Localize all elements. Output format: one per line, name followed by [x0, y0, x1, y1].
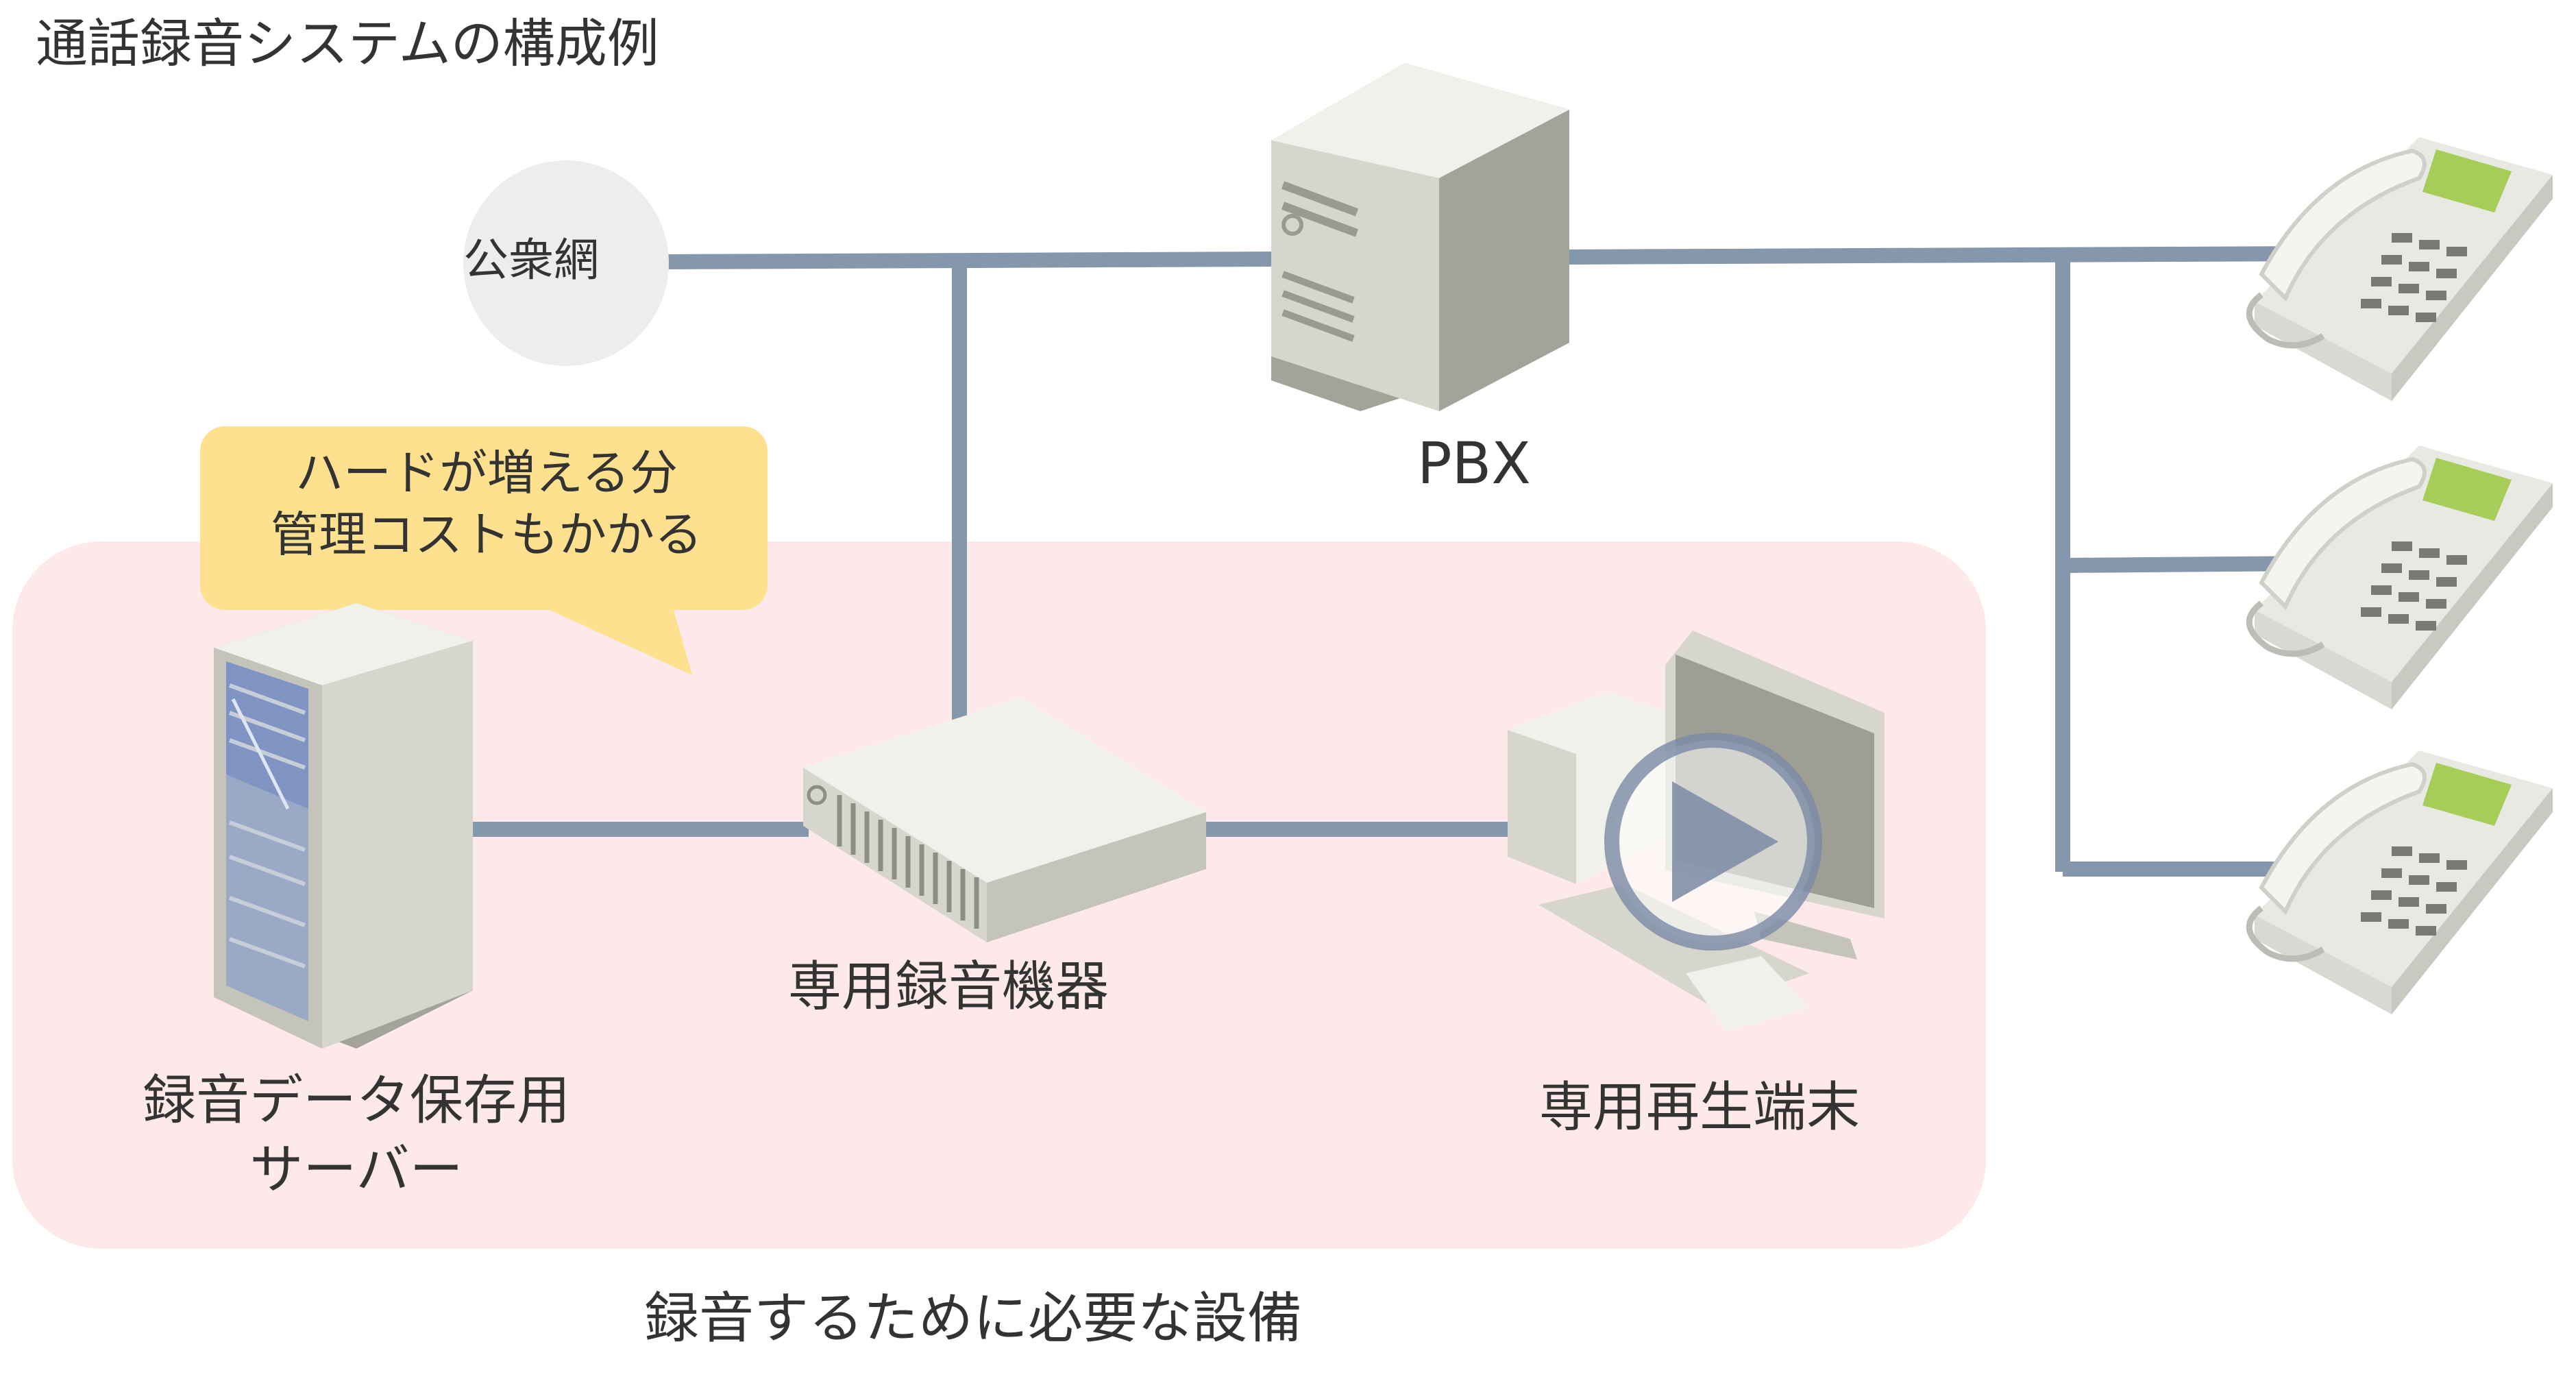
- required-equipment-caption: 録音するために必要な設備: [644, 1286, 1302, 1350]
- speech-bubble: [200, 426, 768, 675]
- speech-bubble-line-2: 管理コストもかかる: [271, 506, 702, 563]
- connection-lines: [473, 246, 2317, 877]
- storage-server-label: 録音データ保存用 サーバー: [110, 1066, 603, 1206]
- playback-terminal-label: 専用再生端末: [1539, 1077, 1861, 1138]
- recording-appliance-icon: [803, 698, 1206, 942]
- public-network-label: 公衆網: [463, 234, 599, 286]
- pbx-label: PBX: [1417, 430, 1531, 497]
- line-pstn-pbx: [664, 252, 1275, 269]
- storage-server-label-line-2: サーバー: [249, 1139, 463, 1201]
- storage-rack-server-icon: [214, 603, 473, 1049]
- speech-bubble-line-1: ハードが増える分: [295, 445, 678, 501]
- telephone-icon-1: [2246, 137, 2553, 401]
- telephone-icon-2: [2246, 445, 2553, 709]
- play-icon: [1604, 733, 1822, 951]
- storage-server-label-line-1: 録音データ保存用: [142, 1070, 570, 1132]
- recording-appliance-label: 専用録音機器: [788, 956, 1109, 1018]
- line-pbx-phones: [1569, 246, 2317, 265]
- pbx-server-icon: [1271, 63, 1569, 411]
- speech-bubble-text: ハードが増える分 管理コストもかかる: [206, 443, 768, 565]
- diagram-title: 通話録音システムの構成例: [36, 13, 659, 74]
- playback-terminal-icon: [1508, 631, 1885, 1031]
- public-network-node: [463, 160, 669, 366]
- telephone-icon-3: [2246, 750, 2553, 1014]
